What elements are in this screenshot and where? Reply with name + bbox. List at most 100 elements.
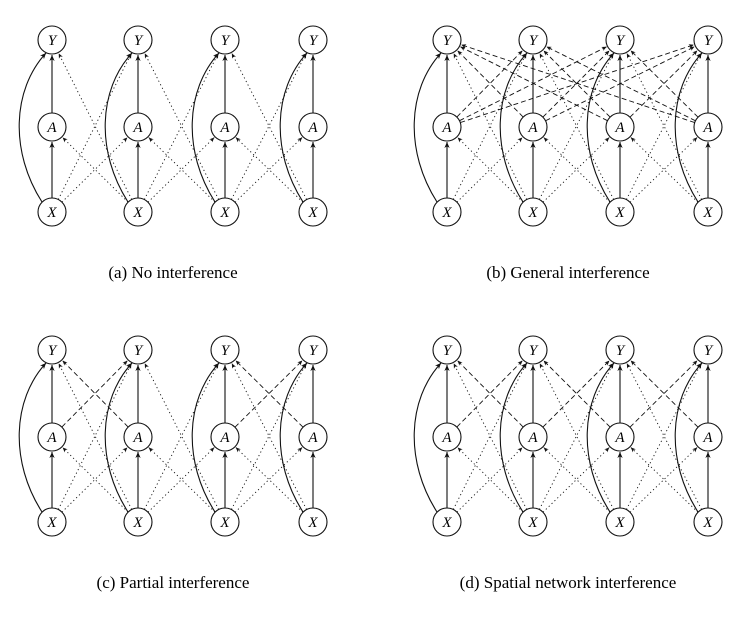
edge-x-to-neighbor-y [231, 53, 308, 200]
node-a-1: A [37, 422, 67, 452]
panel-caption: (b) General interference [486, 263, 649, 282]
edge-interference-a-to-y [457, 50, 524, 118]
node-label: Y [48, 33, 58, 49]
edge-interference-a-to-y [630, 360, 699, 428]
node-circle [210, 25, 240, 55]
node-label: A [441, 430, 452, 446]
edge-x-to-neighbor-a [629, 447, 698, 513]
node-a-4: A [693, 422, 723, 452]
edge-x-to-neighbor-y [230, 53, 307, 200]
node-circle [37, 507, 67, 537]
node-x-3: X [605, 507, 635, 537]
node-circle [298, 335, 328, 365]
node-circle [37, 197, 67, 227]
node-circle [123, 507, 153, 537]
edge-x-to-neighbor-y [539, 363, 615, 510]
node-label: X [614, 515, 625, 531]
node-circle [432, 25, 462, 55]
node-a-4: A [298, 112, 328, 142]
node-label: A [614, 430, 625, 446]
node-circle [693, 197, 723, 227]
node-x-2: X [518, 507, 548, 537]
node-x-4: X [693, 507, 723, 537]
node-label: Y [704, 343, 714, 359]
node-label: X [46, 515, 57, 531]
node-label: Y [443, 343, 453, 359]
node-y-3: Y [210, 25, 240, 55]
node-y-4: Y [298, 335, 328, 365]
node-label: Y [309, 33, 319, 49]
node-label: X [132, 205, 143, 221]
node-y-3: Y [605, 25, 635, 55]
node-y-2: Y [123, 335, 153, 365]
node-circle [123, 25, 153, 55]
node-label: Y [309, 343, 319, 359]
edge-x-to-neighbor-y [452, 53, 527, 200]
edge-x-to-neighbor-y [626, 363, 703, 510]
node-circle [210, 422, 240, 452]
edge-x-to-neighbor-y [58, 363, 133, 510]
edge-x-to-y-curved [413, 52, 442, 203]
node-x-1: X [37, 197, 67, 227]
node-circle [432, 507, 462, 537]
node-label: X [702, 515, 713, 531]
node-a-2: A [123, 422, 153, 452]
node-label: Y [616, 33, 626, 49]
edge-x-to-neighbor-a [61, 447, 128, 513]
node-circle [432, 197, 462, 227]
node-a-4: A [298, 422, 328, 452]
node-label: A [219, 430, 230, 446]
node-y-1: Y [37, 335, 67, 365]
edge-x-to-neighbor-a [148, 137, 216, 203]
edge-x-to-neighbor-y [230, 363, 307, 510]
edge-x-to-neighbor-y [144, 363, 220, 510]
node-x-2: X [518, 197, 548, 227]
node-circle [518, 507, 548, 537]
edge-interference-a-to-y [629, 360, 698, 428]
edge-x-to-neighbor-a [61, 137, 128, 203]
edge-x-to-neighbor-y [143, 53, 219, 200]
panel-caption: (a) No interference [108, 263, 237, 282]
node-y-1: Y [432, 25, 462, 55]
edge-x-to-neighbor-a [62, 137, 129, 203]
node-label: A [527, 120, 538, 136]
node-circle [37, 25, 67, 55]
edge-x-to-neighbor-a [543, 137, 611, 203]
edge-x-to-neighbor-a [62, 447, 129, 513]
node-label: X [702, 205, 713, 221]
node-circle [518, 197, 548, 227]
node-x-2: X [123, 507, 153, 537]
edge-interference-a-to-y [543, 360, 611, 428]
node-x-1: X [432, 507, 462, 537]
edge-x-to-y-curved [18, 362, 47, 513]
node-a-2: A [123, 112, 153, 142]
edge-interference-a-to-y [61, 360, 128, 428]
node-x-3: X [210, 507, 240, 537]
node-circle [210, 112, 240, 142]
edge-interference-a-to-y [456, 50, 523, 118]
node-circle [518, 112, 548, 142]
node-label: X [307, 205, 318, 221]
edge-x-to-neighbor-a [234, 137, 303, 203]
node-label: Y [48, 343, 58, 359]
node-circle [298, 422, 328, 452]
edge-x-to-y-curved [586, 52, 615, 203]
node-y-1: Y [432, 335, 462, 365]
edge-interference-a-to-y [457, 360, 524, 428]
edge-x-to-neighbor-y [231, 363, 308, 510]
node-label: A [614, 120, 625, 136]
edge-x-to-y-curved [191, 52, 220, 203]
edge-x-to-y-curved [586, 362, 615, 513]
node-circle [210, 197, 240, 227]
edge-x-to-neighbor-a [147, 447, 215, 513]
node-a-3: A [605, 422, 635, 452]
edge-interference-a-to-y [62, 360, 129, 428]
node-label: X [219, 515, 230, 531]
node-label: Y [221, 33, 231, 49]
node-a-1: A [37, 112, 67, 142]
edge-interference-a-to-y [234, 360, 303, 428]
node-label: A [132, 430, 143, 446]
